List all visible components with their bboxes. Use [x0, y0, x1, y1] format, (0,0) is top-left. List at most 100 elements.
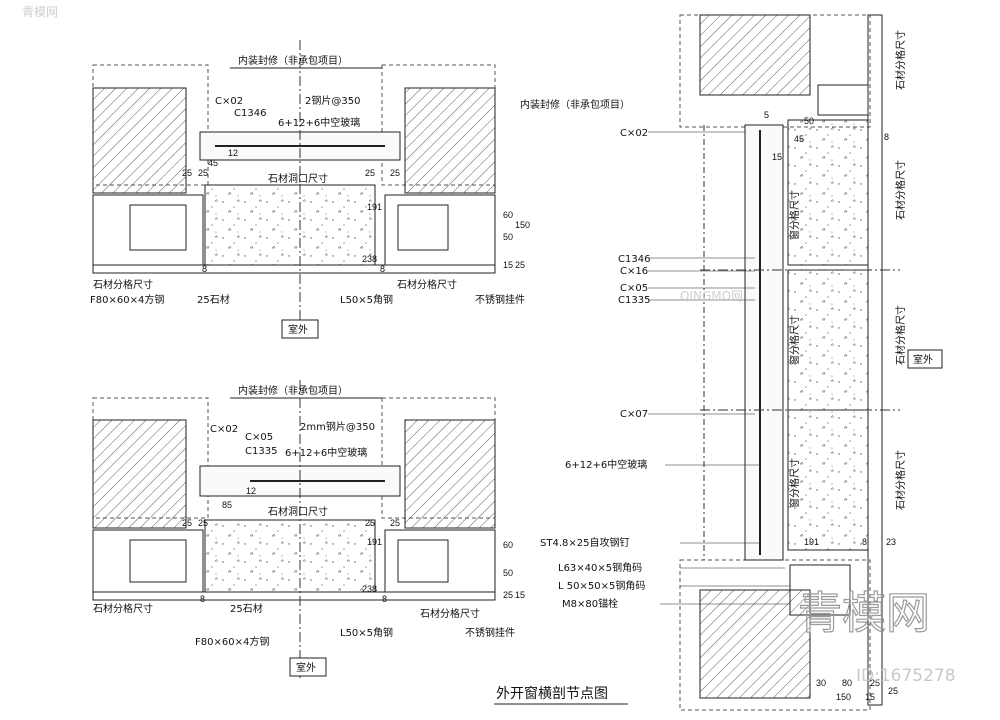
- steel-bracket-left: [129, 539, 187, 583]
- vertical-label: 窗分格尺寸: [788, 315, 801, 365]
- dim: 150: [836, 692, 851, 702]
- dim: 25: [365, 168, 375, 178]
- label: C1346: [618, 254, 650, 265]
- dim: 191: [367, 537, 382, 547]
- dim: 23: [886, 537, 896, 547]
- label: C×07: [620, 409, 648, 420]
- dim: 25: [182, 168, 192, 178]
- label: 6+12+6中空玻璃: [565, 458, 647, 471]
- dim: 25: [503, 590, 513, 600]
- dim: 8: [884, 132, 889, 142]
- label: 石材洞口尺寸: [268, 505, 328, 518]
- label: C×02: [215, 96, 243, 107]
- dim: 25: [515, 260, 525, 270]
- label: C×05: [245, 432, 273, 443]
- stone-opening: [204, 184, 376, 266]
- plan-bottom: 内装封修（非承包项目） C×02 C×05 C1335 2mm钢片@350 6+…: [92, 380, 525, 680]
- label: 石材洞口尺寸: [268, 172, 328, 185]
- interior-finish-label: 内装封修（非承包项目）: [238, 54, 348, 67]
- wall-right: [404, 419, 496, 529]
- label: C×02: [620, 128, 648, 139]
- wall-left: [92, 419, 187, 529]
- watermark-small: 青模网: [22, 5, 58, 19]
- label: 内装封修（非承包项目）: [520, 98, 630, 111]
- drawing-title: 外开窗横剖节点图: [496, 685, 608, 702]
- dim: 25: [198, 518, 208, 528]
- label: 6+12+6中空玻璃: [285, 446, 367, 459]
- dim: 30: [816, 678, 826, 688]
- outdoor-label: 室外: [288, 323, 308, 336]
- interior-finish-label: 内装封修（非承包项目）: [238, 384, 348, 397]
- frame-right: [384, 529, 496, 593]
- outdoor-tag-box: [907, 349, 943, 369]
- dim: 12: [246, 486, 256, 496]
- dim: 45: [208, 158, 218, 168]
- steel-bracket-right: [397, 539, 449, 583]
- vertical-label: 石材分格尺寸: [894, 450, 907, 510]
- window-frame: [744, 124, 784, 561]
- wall-right: [404, 87, 496, 194]
- vertical-label: 窗分格尺寸: [788, 458, 801, 508]
- dim: 25: [390, 518, 400, 528]
- vertical-label: 石材分格尺寸: [894, 305, 907, 365]
- stone-cladding-line: [867, 14, 883, 706]
- dim: 45: [794, 134, 804, 144]
- steel-bracket-bottom: [789, 564, 851, 616]
- stone-opening: [204, 519, 376, 593]
- wall-bottom: [699, 589, 811, 699]
- label: L63×40×5钢角码: [558, 561, 642, 574]
- dim: 8: [380, 264, 385, 274]
- dim: 25: [870, 678, 880, 688]
- vertical-label: 窗分格尺寸: [788, 190, 801, 240]
- label: C1335: [245, 446, 277, 457]
- wall-top: [699, 14, 811, 96]
- dim: 60: [503, 540, 513, 550]
- steel-bracket-top: [817, 84, 869, 116]
- label: C×05: [620, 283, 648, 294]
- stone-cladding-line: [92, 591, 496, 601]
- dim: 191: [367, 202, 382, 212]
- dim: 60: [503, 210, 513, 220]
- dim: 12: [228, 148, 238, 158]
- dim: 15: [515, 590, 525, 600]
- dim: 15: [503, 260, 513, 270]
- section-right: 内装封修（非承包项目） C×02 C1346 C×16 C×05 C1335 C…: [520, 14, 943, 711]
- label: C1346: [234, 108, 266, 119]
- label: 6+12+6中空玻璃: [278, 116, 360, 129]
- vertical-label: 石材分格尺寸: [894, 160, 907, 220]
- steel-bracket-right: [397, 204, 449, 251]
- label: 25石材: [197, 293, 230, 306]
- stone-panel: [787, 119, 869, 266]
- dim: 238: [362, 254, 377, 264]
- label: L50×5角钢: [340, 626, 393, 639]
- watermark: 青模网 QINGMO网 青模网 ID:1675278: [22, 5, 956, 686]
- dim: 150: [515, 220, 530, 230]
- dim: 8: [200, 594, 205, 604]
- watermark-id: ID:1675278: [856, 666, 956, 686]
- outdoor-tag-box: [289, 657, 327, 677]
- label: L 50×50×5钢角码: [558, 579, 645, 592]
- label: C×16: [620, 266, 648, 277]
- dim: 50: [503, 232, 513, 242]
- label: 25石材: [230, 602, 263, 615]
- dim: 8: [202, 264, 207, 274]
- dim: 25: [390, 168, 400, 178]
- label: 不锈钢挂件: [465, 626, 515, 639]
- dim: 191: [804, 537, 819, 547]
- dim: 85: [222, 500, 232, 510]
- dim: 5: [764, 110, 769, 120]
- vertical-label: 石材分格尺寸: [894, 30, 907, 90]
- label: 石材分格尺寸: [93, 602, 153, 615]
- dim: 25: [365, 518, 375, 528]
- label: C1335: [618, 295, 650, 306]
- dim: 25: [198, 168, 208, 178]
- dim: 238: [362, 584, 377, 594]
- dim: 8: [862, 537, 867, 547]
- watermark-small: QINGMO网: [680, 289, 743, 303]
- label: 不锈钢挂件: [475, 293, 525, 306]
- label: ST4.8×25自攻钢钉: [540, 536, 629, 549]
- dim: 15: [865, 692, 875, 702]
- plan-top: 内装封修（非承包项目） C×02 C1346 2钢片@350 6+12+6中空玻…: [90, 40, 530, 340]
- dim: 15: [772, 152, 782, 162]
